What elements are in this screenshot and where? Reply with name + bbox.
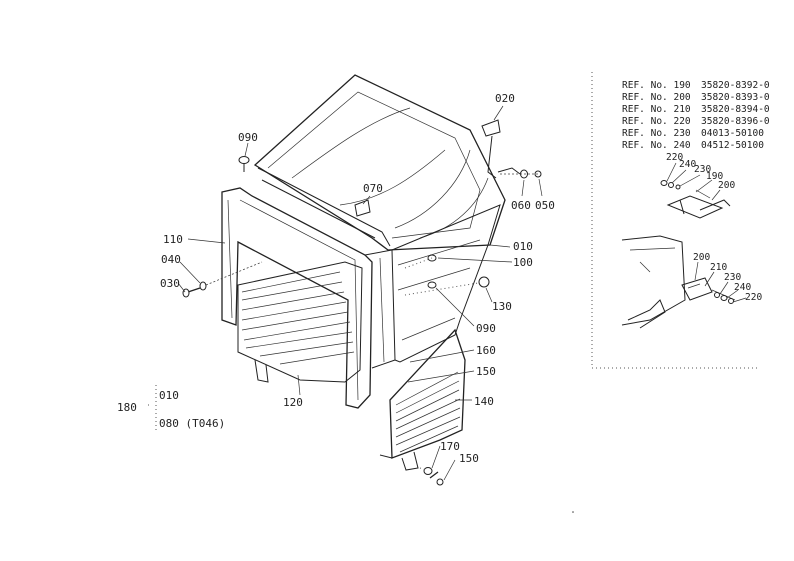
callout-130: 130 xyxy=(492,300,512,313)
latch-detail-installed xyxy=(621,235,747,329)
callout-110: 110 xyxy=(163,233,183,246)
latch-detail-upper xyxy=(660,162,731,219)
ref-part-240: 04512-50100 xyxy=(701,140,764,151)
ref-part-200: 35820-8393-0 xyxy=(701,92,770,103)
inset-callout-210: 210 xyxy=(710,262,727,273)
callout-140: 140 xyxy=(474,395,494,408)
assembly-item-080: 080 (T046) xyxy=(159,417,225,430)
callout-090-mid: 090 xyxy=(476,322,496,335)
ref-row-240: REF. No. 240 xyxy=(622,140,691,151)
inset-callout-200-top: 200 xyxy=(718,180,735,191)
assembly-item-010: 010 xyxy=(159,389,179,402)
inset-callout-200-bottom: 200 xyxy=(693,252,710,263)
callout-160: 160 xyxy=(476,344,496,357)
fastener-050-060 xyxy=(500,169,542,179)
callout-020: 020 xyxy=(495,92,515,105)
callout-030: 030 xyxy=(160,277,180,290)
ref-part-190: 35820-8392-0 xyxy=(701,80,770,91)
ref-row-220: REF. No. 220 xyxy=(622,116,691,127)
assembly-prefix: 180 xyxy=(117,401,137,414)
inset-callout-220-bottom: 220 xyxy=(745,292,762,303)
callout-120: 120 xyxy=(283,396,303,409)
callout-060: 060 xyxy=(511,199,531,212)
ref-part-230: 04013-50100 xyxy=(701,128,764,139)
inset-callout-190: 190 xyxy=(706,171,723,182)
callout-040: 040 xyxy=(161,253,181,266)
ref-row-200: REF. No. 200 xyxy=(622,92,691,103)
fastener-030-040 xyxy=(182,261,263,298)
callout-050: 050 xyxy=(535,199,555,212)
ref-part-210: 35820-8394-0 xyxy=(701,104,770,115)
fastener-090-top xyxy=(238,156,250,172)
ref-row-210: REF. No. 210 xyxy=(622,104,691,115)
front-cover-assembly-drawing xyxy=(177,74,543,486)
scan-speck xyxy=(572,511,574,513)
inset-callout-230-bottom: 230 xyxy=(724,272,741,283)
ref-part-220: 35820-8396-0 xyxy=(701,116,770,127)
assembly-group-180: 180 010 080 (T046) xyxy=(117,385,225,430)
callout-090-top: 090 xyxy=(238,131,258,144)
callout-070: 070 xyxy=(363,182,383,195)
inset-callout-220-top: 220 xyxy=(666,152,683,163)
callout-labels: 020 090 070 060 050 110 010 040 100 030 … xyxy=(160,92,555,465)
callout-010: 010 xyxy=(513,240,533,253)
fastener-150-170-bottom xyxy=(419,467,444,486)
inset-callout-240-bottom: 240 xyxy=(734,282,751,293)
inset-callout-240-top: 240 xyxy=(679,159,696,170)
callout-150-mid: 150 xyxy=(476,365,496,378)
ref-row-230: REF. No. 230 xyxy=(622,128,691,139)
callout-100: 100 xyxy=(513,256,533,269)
detail-inset: REF. No. 190 35820-8392-0 REF. No. 200 3… xyxy=(591,72,770,369)
callout-170: 170 xyxy=(440,440,460,453)
fastener-130 xyxy=(404,276,490,296)
fastener-090-mid xyxy=(427,281,437,289)
fastener-100 xyxy=(404,254,437,269)
reference-table: REF. No. 190 35820-8392-0 REF. No. 200 3… xyxy=(622,80,770,151)
callout-150-bottom: 150 xyxy=(459,452,479,465)
ref-row-190: REF. No. 190 xyxy=(622,80,691,91)
inset-callout-230-top: 230 xyxy=(694,164,711,175)
